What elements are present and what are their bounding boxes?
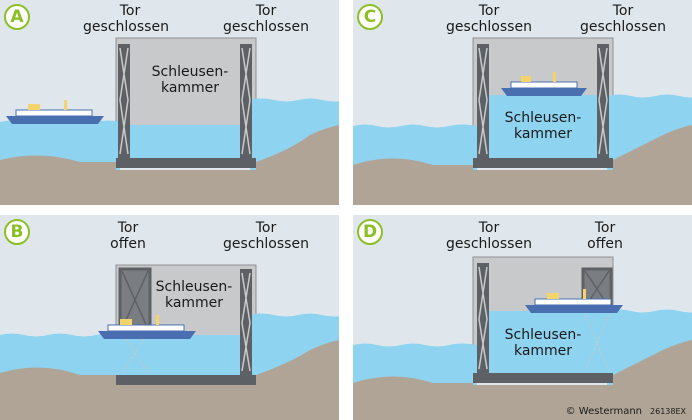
left-gate-line2: geschlossen (83, 19, 169, 35)
panel-b-scene (0, 215, 339, 420)
chamber-line1: Schleusen- (504, 327, 582, 343)
ground (0, 340, 339, 420)
gate-left (118, 44, 130, 158)
gate-right (597, 44, 609, 158)
ship (501, 72, 587, 96)
chamber-label: Schleusen- kammer (489, 327, 597, 359)
ship (6, 100, 104, 124)
chamber-line2: kammer (164, 295, 224, 311)
panel-d: D Tor geschlossen Tor offen Schleusen- k… (353, 215, 692, 420)
chamber-label: Schleusen- kammer (140, 279, 248, 311)
credit-text: © Westermann (565, 406, 643, 417)
panel-b: B Tor offen Tor geschlossen Schleusen- k… (0, 215, 339, 420)
right-gate-line1: Tor (594, 220, 616, 236)
gate-left-open (118, 267, 152, 374)
ship (525, 289, 623, 313)
ship (98, 315, 196, 339)
left-gate-label: Tor (114, 3, 146, 19)
right-gate-line2: geschlossen (223, 19, 309, 35)
credit-code: 26138EX (650, 407, 686, 416)
chamber-label: Schleusen- kammer (489, 110, 597, 142)
right-gate-line2: geschlossen (223, 236, 309, 252)
left-gate-line1: Tor (119, 3, 141, 19)
gate-left (477, 44, 489, 158)
ground (353, 125, 692, 205)
panel-d-scene (353, 215, 692, 420)
panel-a-badge: A (4, 4, 30, 30)
chamber-water (479, 311, 613, 377)
gate-right (240, 44, 252, 158)
chamber-floor (473, 158, 613, 168)
chamber-floor (116, 375, 256, 385)
left-gate-line2: geschlossen (446, 19, 532, 35)
right-gate-line1: Tor (255, 220, 277, 236)
panel-d-badge: D (357, 219, 383, 245)
right-gate-line1: Tor (255, 3, 277, 19)
chamber-water (116, 335, 242, 377)
panel-c: C Tor geschlossen Tor geschlossen Schleu… (353, 0, 692, 205)
ground (0, 125, 339, 205)
chamber-line2: kammer (513, 126, 573, 142)
panel-a-scene (0, 0, 339, 205)
panel-c-badge: C (357, 4, 383, 30)
chamber-floor (473, 373, 613, 383)
chamber-line1: Schleusen- (504, 110, 582, 126)
copyright-credit: © Westermann 26138EX (566, 406, 686, 417)
panel-b-badge: B (4, 219, 30, 245)
panel-c-scene (353, 0, 692, 205)
left-gate-line1: Tor (478, 220, 500, 236)
right-gate-line2: geschlossen (580, 19, 666, 35)
chamber-line2: kammer (513, 343, 573, 359)
chamber-water (479, 95, 609, 162)
left-gate-line2: geschlossen (446, 236, 532, 252)
ground (353, 340, 692, 420)
chamber-water (122, 125, 248, 162)
left-gate-line2: offen (110, 236, 146, 252)
chamber-line1: Schleusen- (155, 279, 233, 295)
left-gate-line1: Tor (117, 220, 139, 236)
gate-right (240, 269, 252, 375)
gate-left (477, 263, 489, 373)
chamber-floor (116, 158, 256, 168)
chamber-label: Schleusen- kammer (136, 64, 244, 96)
panel-a: A Tor geschlossen Tor geschlossen Schleu… (0, 0, 339, 205)
chamber-line2: kammer (160, 80, 220, 96)
chamber-line1: Schleusen- (151, 64, 229, 80)
right-gate-line1: Tor (612, 3, 634, 19)
left-gate-line1: Tor (478, 3, 500, 19)
right-gate-line2: offen (587, 236, 623, 252)
